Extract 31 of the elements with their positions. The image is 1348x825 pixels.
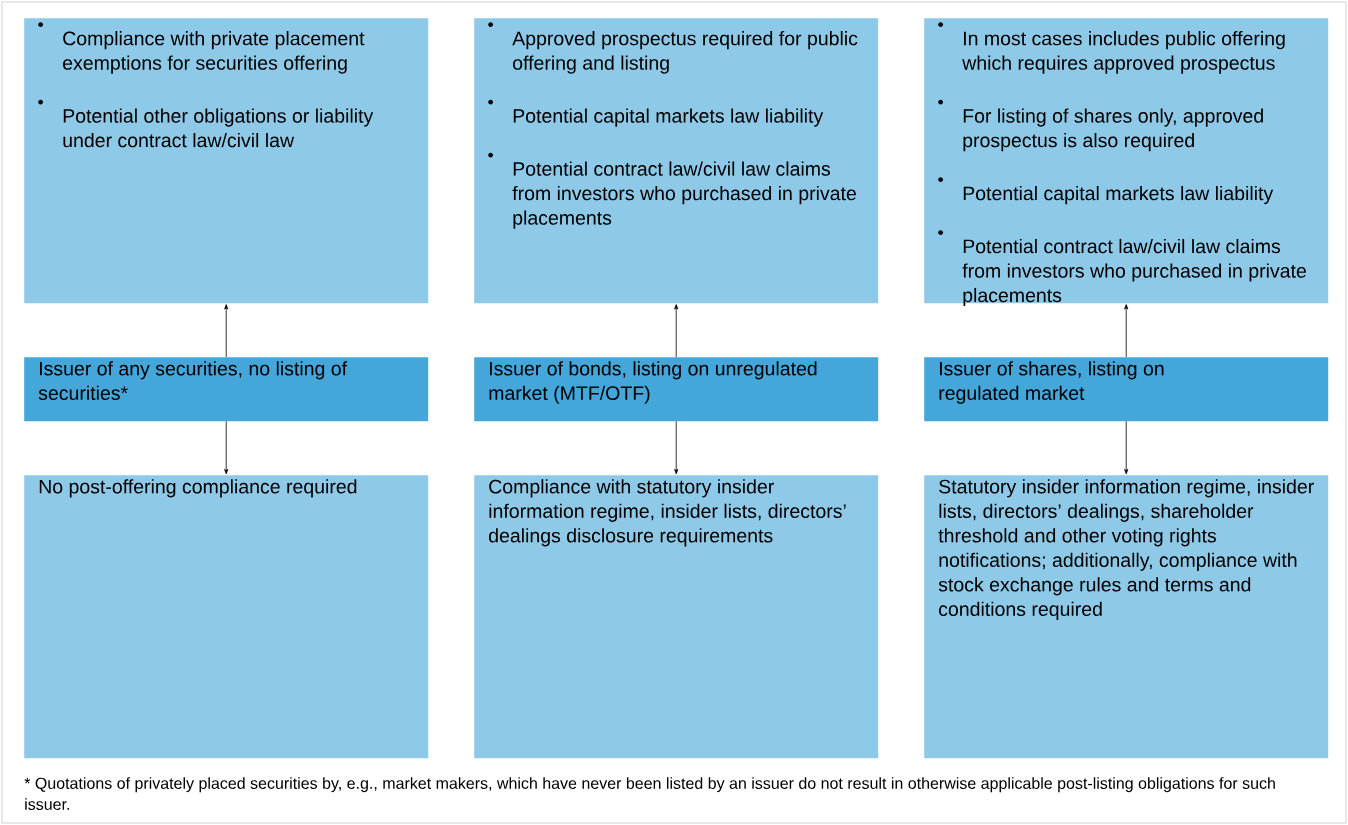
bullet-text: Potential contract law/civil law claims from investors who purchased in private placements xyxy=(512,161,856,229)
bullet-text: Potential capital markets law liability xyxy=(513,108,824,127)
heading-box xyxy=(924,357,1329,422)
info-box xyxy=(474,475,879,759)
arrow xyxy=(1124,304,1129,358)
box-text: Compliance with statutory insider information regime, insider lists, directors’ dealings disclosure requirements xyxy=(489,479,846,547)
info-box xyxy=(474,18,879,304)
box-text: Issuer of any securities, no listing of securities* xyxy=(38,361,348,400)
arrow xyxy=(224,304,229,358)
arrow xyxy=(674,304,679,358)
box-text: No post-offering compliance required xyxy=(39,479,357,498)
arrow xyxy=(224,421,229,475)
info-box xyxy=(924,475,1329,759)
bullet-text: Potential capital markets law liability xyxy=(963,185,1274,205)
heading-box xyxy=(474,357,879,422)
footnote: * Quotations of privately placed securities by, e.g., market makers, which have never been listed by an issuer do not result in otherwise applicable post-listing obligations for such issuer. xyxy=(24,777,1275,810)
heading-box xyxy=(24,357,429,422)
bullet-text: In most cases includes public offering which requires approved prospectus xyxy=(962,31,1285,74)
bullet-text: For listing of shares only, approved prospectus is also required xyxy=(963,108,1263,152)
bullet-text: Compliance with private placement exemptions for securities offering xyxy=(63,31,365,74)
bullet-text: Approved prospectus required for public offering and listing xyxy=(512,31,858,74)
box-text: Statutory insider information regime, insider lists, directors’ dealings, shareholder threshold and other voting rights notifications; additionally, compliance with stock exchange rules and terms and conditions required xyxy=(938,479,1314,620)
info-box xyxy=(24,475,429,759)
bullet-text: Potential contract law/civil law claims from investors who purchased in private placements xyxy=(962,238,1306,307)
box-text: Issuer of bonds, listing on unregulated market (MTF/OTF) xyxy=(489,361,817,404)
info-box xyxy=(24,18,429,304)
box-text: Issuer of shares, listing on regulated market xyxy=(939,361,1164,404)
bullet-text: Potential other obligations or liability under contract law/civil law xyxy=(63,108,374,148)
arrow xyxy=(674,421,679,475)
arrow xyxy=(1124,421,1129,475)
info-box xyxy=(924,18,1329,307)
